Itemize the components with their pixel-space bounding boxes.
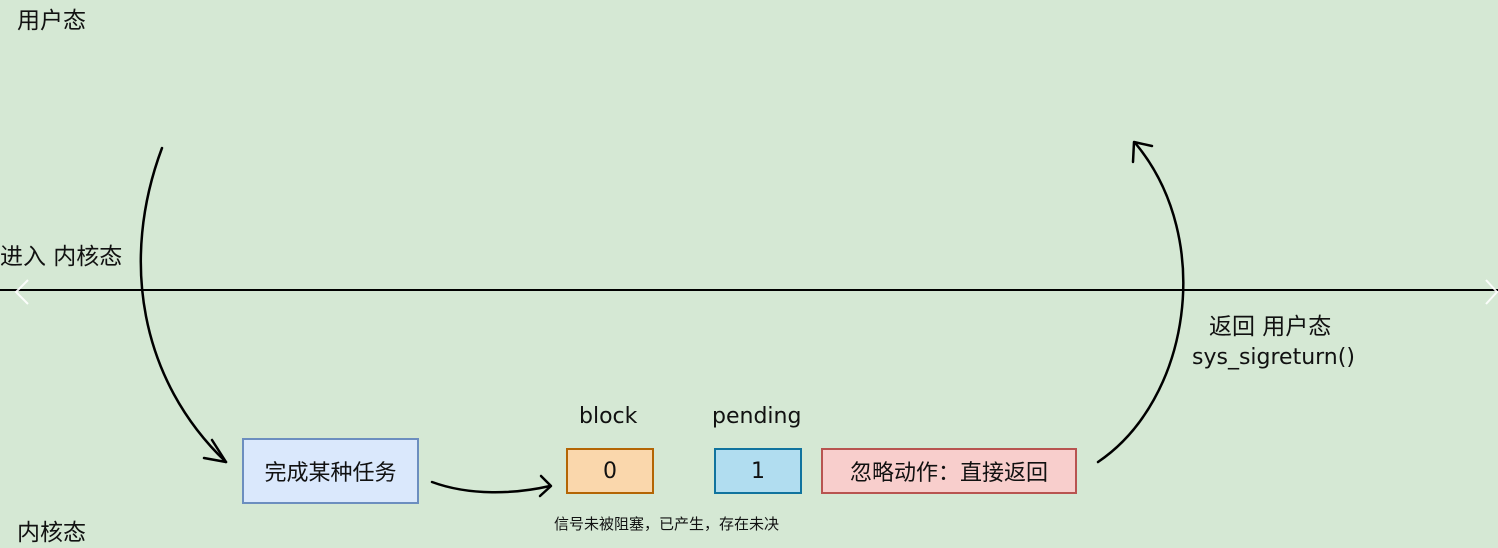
user-mode-label: 用户态: [17, 8, 86, 34]
action-box: 忽略动作：直接返回: [821, 448, 1077, 494]
task-to-block-arrow: [430, 480, 552, 494]
left-chevron-icon: [14, 279, 29, 305]
task-box-label: 完成某种任务: [264, 461, 397, 486]
pending-header: pending: [712, 404, 802, 429]
pending-bitmap-cell: 1: [714, 448, 802, 494]
action-box-label: 忽略动作：直接返回: [849, 461, 1048, 486]
block-bitmap-value: 0: [603, 458, 617, 484]
task-box: 完成某种任务: [242, 438, 419, 504]
return-user-label: 返回 用户态: [1209, 314, 1332, 340]
signal-status-note: 信号未被阻塞，已产生，存在未决: [554, 515, 780, 533]
block-bitmap-cell: 0: [566, 448, 654, 494]
enter-kernel-arrow: [139, 146, 228, 464]
kernel-mode-label: 内核态: [17, 520, 86, 546]
return-user-arrowhead-icon: [1131, 140, 1154, 164]
enter-kernel-label: 进入 内核态: [0, 244, 123, 270]
return-user-arrow: [1096, 142, 1185, 464]
pending-bitmap-value: 1: [751, 458, 765, 484]
sigreturn-label: sys_sigreturn(): [1192, 345, 1355, 370]
enter-kernel-arrowhead-icon: [202, 438, 228, 464]
right-chevron-icon: [1485, 279, 1498, 305]
task-to-block-arrowhead-icon: [538, 474, 553, 498]
block-header: block: [579, 404, 638, 429]
